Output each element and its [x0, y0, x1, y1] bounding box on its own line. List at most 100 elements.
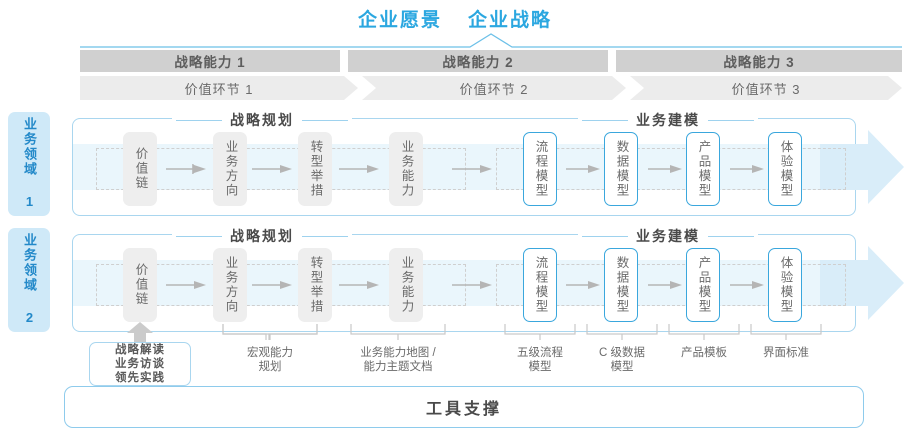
node-business-direction-2[interactable]: 业务方向	[213, 248, 247, 322]
section-header-right-1: 业务建模	[578, 110, 758, 130]
up-arrow-icon	[127, 322, 153, 344]
node-process-model-2[interactable]: 流程模型	[523, 248, 557, 322]
node-label: 产品模型	[696, 140, 711, 198]
arrow-icon	[452, 165, 492, 173]
arrow-icon	[452, 281, 492, 289]
value-link-bar-2: 价值环节 2	[362, 76, 626, 100]
arrow-icon	[730, 165, 764, 173]
node-process-model-1[interactable]: 流程模型	[523, 132, 557, 206]
header-line-right	[708, 119, 754, 121]
node-label: 流程模型	[533, 140, 548, 198]
bottom-label-capability-map: 业务能力地图 / 能力主题文档	[340, 346, 456, 374]
capability-bar-2: 战略能力 2	[348, 50, 608, 72]
label-line: 规划	[258, 361, 282, 373]
node-product-model-2[interactable]: 产品模型	[686, 248, 720, 322]
label-line: C 级数据	[599, 347, 645, 359]
tool-support-label: 工具支撑	[425, 401, 502, 418]
bracket-macro-capability	[222, 324, 318, 340]
node-transform-measure-1[interactable]: 转型举措	[298, 132, 332, 206]
node-label: 业务方向	[223, 140, 238, 198]
bottom-label-c-level-data: C 级数据 模型	[582, 346, 662, 374]
label-line: 模型	[528, 361, 552, 373]
domain-row-panel-1	[72, 118, 856, 216]
value-link-label-2: 价值环节 2	[459, 81, 529, 97]
node-label: 产品模型	[696, 256, 711, 314]
bottom-label-product-template: 产品模板	[664, 346, 744, 360]
node-experience-model-1[interactable]: 体验模型	[768, 132, 802, 206]
header-line-left	[582, 119, 628, 121]
node-label: 数据模型	[614, 256, 629, 314]
domain-tab-label-1: 业务领域 1	[22, 117, 37, 211]
title-enterprise-vision: 企业愿景	[357, 10, 442, 31]
arrow-icon	[648, 165, 682, 173]
node-data-model-2[interactable]: 数据模型	[604, 248, 638, 322]
domain-tab-label-2: 业务领域 2	[22, 233, 37, 327]
label-line: 模型	[610, 361, 634, 373]
capability-label-1: 战略能力 1	[174, 55, 246, 70]
header-line-left	[582, 235, 628, 237]
node-value-chain-2[interactable]: 价值链	[123, 248, 157, 322]
section-header-left-2: 战略规划	[172, 226, 352, 246]
header-line-right	[302, 235, 348, 237]
bottom-label-ui-standard: 界面标准	[746, 346, 826, 360]
arrow-icon	[166, 281, 206, 289]
node-label: 数据模型	[614, 140, 629, 198]
section-header-label-right-1: 业务建模	[636, 112, 700, 128]
bracket-product-template	[668, 324, 740, 340]
tool-box-line-3: 领先实践	[115, 372, 165, 384]
node-label: 流程模型	[533, 256, 548, 314]
bracket-capability-map	[350, 324, 446, 340]
node-value-chain-1[interactable]: 价值链	[123, 132, 157, 206]
label-line: 能力主题文档	[363, 361, 433, 373]
arrow-icon	[339, 165, 379, 173]
label-line: 产品模板	[681, 347, 727, 359]
label-line: 业务能力地图 /	[360, 347, 436, 359]
arrow-icon	[339, 281, 379, 289]
sidebar-domain-tab-1[interactable]: 业务领域 1	[8, 112, 50, 216]
section-header-label-right-2: 业务建模	[636, 228, 700, 244]
tool-box-line-2: 业务访谈	[115, 358, 165, 370]
arrow-icon	[252, 281, 292, 289]
tool-support-panel: 工具支撑	[64, 386, 864, 428]
node-business-direction-1[interactable]: 业务方向	[213, 132, 247, 206]
node-label: 转型举措	[308, 256, 323, 314]
node-business-capability-2[interactable]: 业务能力	[389, 248, 423, 322]
tool-box-strategy-input[interactable]: 战略解读 业务访谈 领先实践	[89, 342, 191, 386]
label-line: 宏观能力	[247, 347, 293, 359]
arrow-icon	[566, 165, 600, 173]
header-line-right	[708, 235, 754, 237]
label-line: 五级流程	[517, 347, 563, 359]
section-header-label-left-2: 战略规划	[230, 228, 294, 244]
strategic-capability-row: 战略能力 1 战略能力 2 战略能力 3	[0, 50, 910, 72]
section-header-right-2: 业务建模	[578, 226, 758, 246]
node-data-model-1[interactable]: 数据模型	[604, 132, 638, 206]
dashed-track-right-2	[496, 264, 846, 306]
dashed-track-right-1	[496, 148, 846, 190]
bracket-ui-standard	[750, 324, 822, 340]
capability-bar-3: 战略能力 3	[616, 50, 902, 72]
header-line-right	[302, 119, 348, 121]
header-line-left	[176, 235, 222, 237]
bracket-five-level-process	[504, 324, 576, 340]
top-title-group: 企业愿景 企业战略	[0, 5, 910, 32]
node-label: 价值链	[133, 263, 148, 307]
capability-label-3: 战略能力 3	[723, 55, 795, 70]
vision-strategy-connector-line	[80, 33, 902, 48]
value-link-row: 价值环节 1 价值环节 2 价值环节 3	[0, 76, 910, 100]
value-link-bar-3: 价值环节 3	[630, 76, 902, 100]
section-header-left-1: 战略规划	[172, 110, 352, 130]
node-product-model-1[interactable]: 产品模型	[686, 132, 720, 206]
node-label: 转型举措	[308, 140, 323, 198]
node-experience-model-2[interactable]: 体验模型	[768, 248, 802, 322]
node-transform-measure-2[interactable]: 转型举措	[298, 248, 332, 322]
node-label: 体验模型	[778, 140, 793, 198]
bracket-c-level-data	[586, 324, 658, 340]
node-label: 业务能力	[399, 140, 414, 198]
sidebar-domain-tab-2[interactable]: 业务领域 2	[8, 228, 50, 332]
section-header-label-left-1: 战略规划	[230, 112, 294, 128]
value-link-bar-1: 价值环节 1	[80, 76, 358, 100]
node-business-capability-1[interactable]: 业务能力	[389, 132, 423, 206]
capability-label-2: 战略能力 2	[442, 55, 514, 70]
tool-box-line-1: 战略解读	[115, 344, 165, 356]
